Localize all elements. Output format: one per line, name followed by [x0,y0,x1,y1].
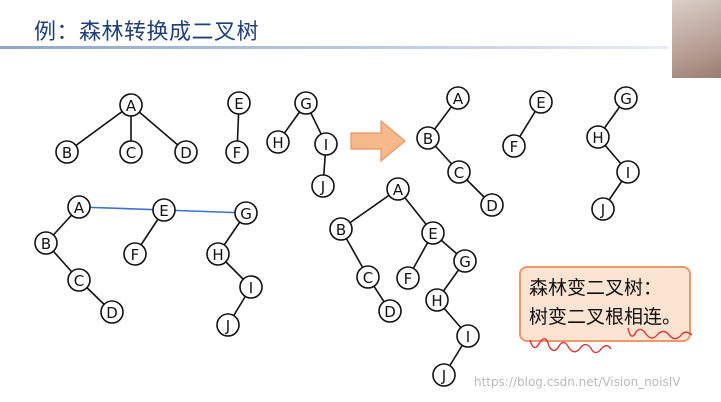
watermark-text: https://blog.csdn.net/Vision_noisIV [474,375,680,389]
